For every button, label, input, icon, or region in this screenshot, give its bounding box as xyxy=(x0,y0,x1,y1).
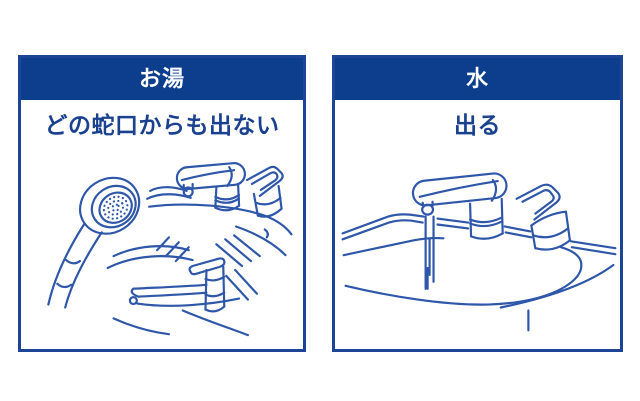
running-faucet-sink-icon xyxy=(341,172,617,332)
no-hot-water-illustration xyxy=(47,162,293,337)
panel-cold-water-header: 水 xyxy=(335,58,620,100)
panel-hot-water: お湯 xyxy=(18,55,306,352)
panel-cold-water-caption: 出る xyxy=(454,112,501,138)
panel-cold-water-body: 出る xyxy=(335,100,620,349)
basin-faucet-icon xyxy=(146,162,293,263)
panel-hot-water-body: どの蛇口からも出ない xyxy=(21,100,303,349)
water-stream xyxy=(424,215,435,290)
panel-hot-water-title: お湯 xyxy=(138,66,185,91)
panel-hot-water-header: お湯 xyxy=(21,58,303,100)
running-water-illustration xyxy=(341,172,617,332)
panel-cold-water: 水 xyxy=(332,55,623,352)
shower-head-icon xyxy=(47,176,141,309)
panel-hot-water-caption: どの蛇口からも出ない xyxy=(44,112,280,138)
kitchen-faucet-icon xyxy=(106,234,261,337)
panel-cold-water-title: 水 xyxy=(465,66,489,91)
